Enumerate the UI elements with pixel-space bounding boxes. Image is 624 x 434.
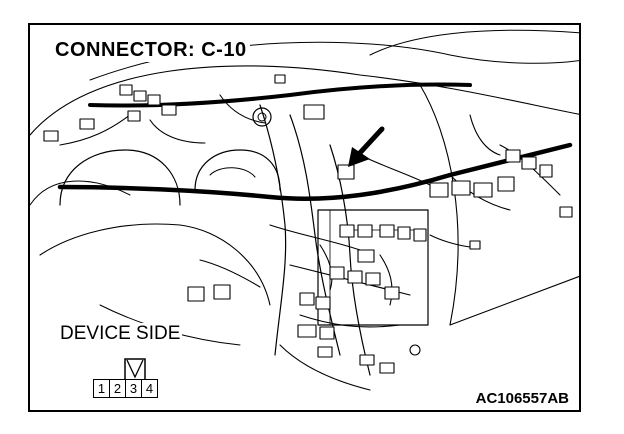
junction-box: [317, 209, 429, 326]
windshield-curve: [369, 29, 579, 56]
pin-3: 3: [126, 380, 142, 397]
connector-c10: [337, 164, 355, 180]
dashboard-outline: [30, 65, 579, 136]
pin-row: 1 2 3 4: [93, 379, 158, 398]
harness-illustration: [30, 29, 579, 391]
pin-4: 4: [145, 381, 154, 396]
device-side-label: DEVICE SIDE: [58, 323, 183, 345]
gauge-right: [194, 149, 281, 191]
gauge-inner: [209, 167, 256, 178]
steering-column-curve: [39, 223, 271, 306]
upper-main-harness: [88, 82, 472, 108]
figure-code: AC106557AB: [473, 390, 571, 407]
pin-1: 1: [94, 380, 110, 397]
diagram-frame: CONNECTOR: C-10 DEVICE SIDE 1 2 3 4 AC10…: [28, 23, 581, 412]
connector-title: CONNECTOR: C-10: [52, 39, 250, 62]
middle-main-harness: [57, 142, 573, 201]
gauge-left: [59, 149, 181, 206]
lower-panel-curve: [30, 180, 131, 206]
pointer-arrow-icon: [348, 126, 385, 167]
connector-pinout: 1 2 3 4: [89, 355, 181, 403]
pin-2: 2: [110, 380, 126, 397]
right-panel-edge: [419, 84, 579, 326]
connector-key-icon: [124, 358, 146, 379]
